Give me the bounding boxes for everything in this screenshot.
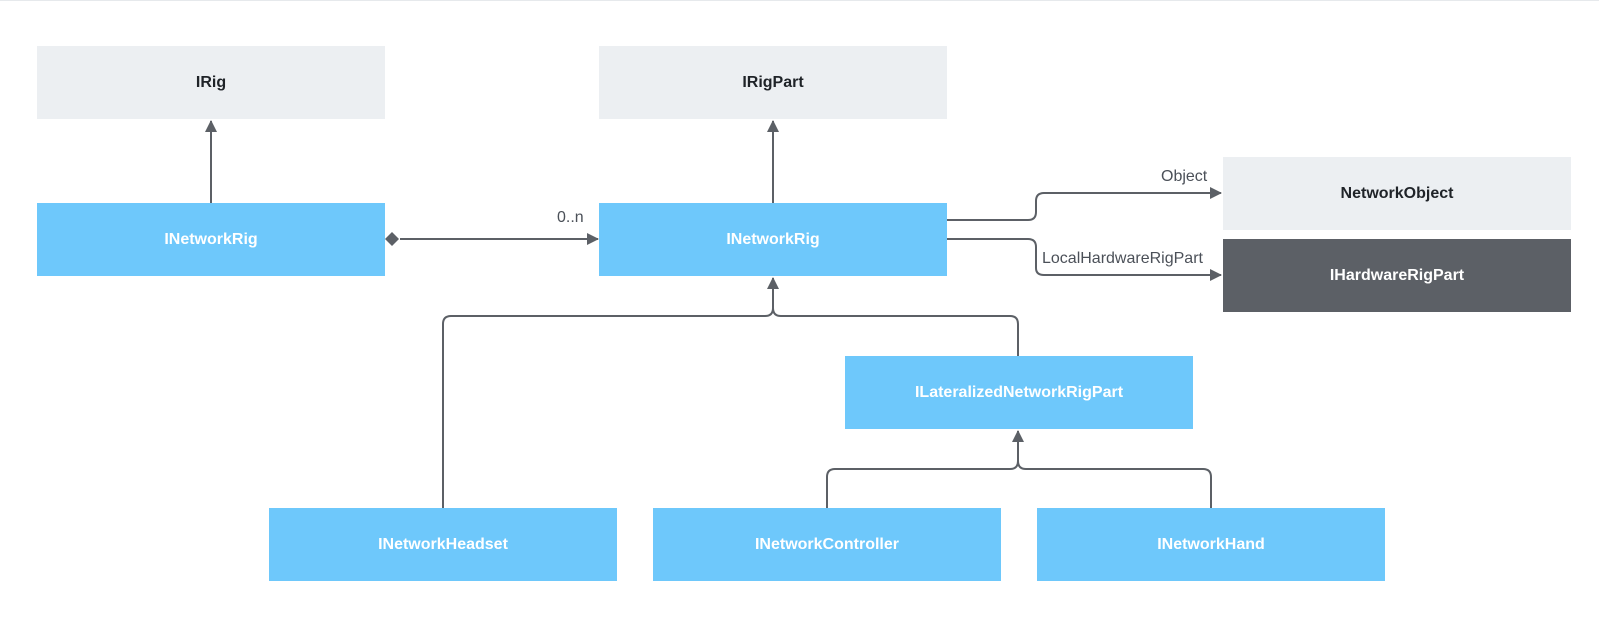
edge-to-ihardwarerigpart <box>947 238 1222 281</box>
node-networkobject-label: NetworkObject <box>1340 184 1454 202</box>
node-ilateralized-label: ILateralizedNetworkRigPart <box>914 383 1124 401</box>
node-inetworkrig-center: INetworkRig <box>599 203 947 276</box>
edge-label-object: Object <box>1161 168 1208 185</box>
edge-controller-to-lateralized <box>826 430 1024 508</box>
node-ihardwarerigpart: IHardwareRigPart <box>1223 239 1571 312</box>
edge-lateralized-to-rig <box>772 307 1019 356</box>
node-inetworkcontroller-label: INetworkController <box>754 535 899 553</box>
composition-diamond <box>385 232 399 246</box>
node-irigpart: IRigPart <box>599 46 947 119</box>
node-irig-label: IRig <box>195 73 227 91</box>
node-inetworkhand-label: INetworkHand <box>1157 535 1265 553</box>
node-inetworkhand: INetworkHand <box>1037 508 1385 581</box>
node-inetworkrig-left: INetworkRig <box>37 203 385 276</box>
node-inetworkheadset-label: INetworkHeadset <box>378 535 508 553</box>
edge-to-networkobject <box>947 187 1222 221</box>
edge-label-local-hardware: LocalHardwareRigPart <box>1042 250 1203 267</box>
node-ilateralized: ILateralizedNetworkRigPart <box>845 356 1193 429</box>
node-networkobject: NetworkObject <box>1223 157 1571 230</box>
node-inetworkrig-center-label: INetworkRig <box>726 230 820 248</box>
node-irigpart-label: IRigPart <box>742 73 804 91</box>
node-inetworkcontroller: INetworkController <box>653 508 1001 581</box>
node-inetworkheadset: INetworkHeadset <box>269 508 617 581</box>
node-ihardwarerigpart-label: IHardwareRigPart <box>1329 266 1465 284</box>
node-inetworkrig-left-label: INetworkRig <box>164 230 258 248</box>
top-border <box>0 0 1599 1</box>
edge-label-multiplicity: 0..n <box>557 209 584 226</box>
node-irig: IRig <box>37 46 385 119</box>
edge-headset-to-rig <box>442 277 779 508</box>
edge-hand-to-lateralized <box>1017 460 1212 508</box>
